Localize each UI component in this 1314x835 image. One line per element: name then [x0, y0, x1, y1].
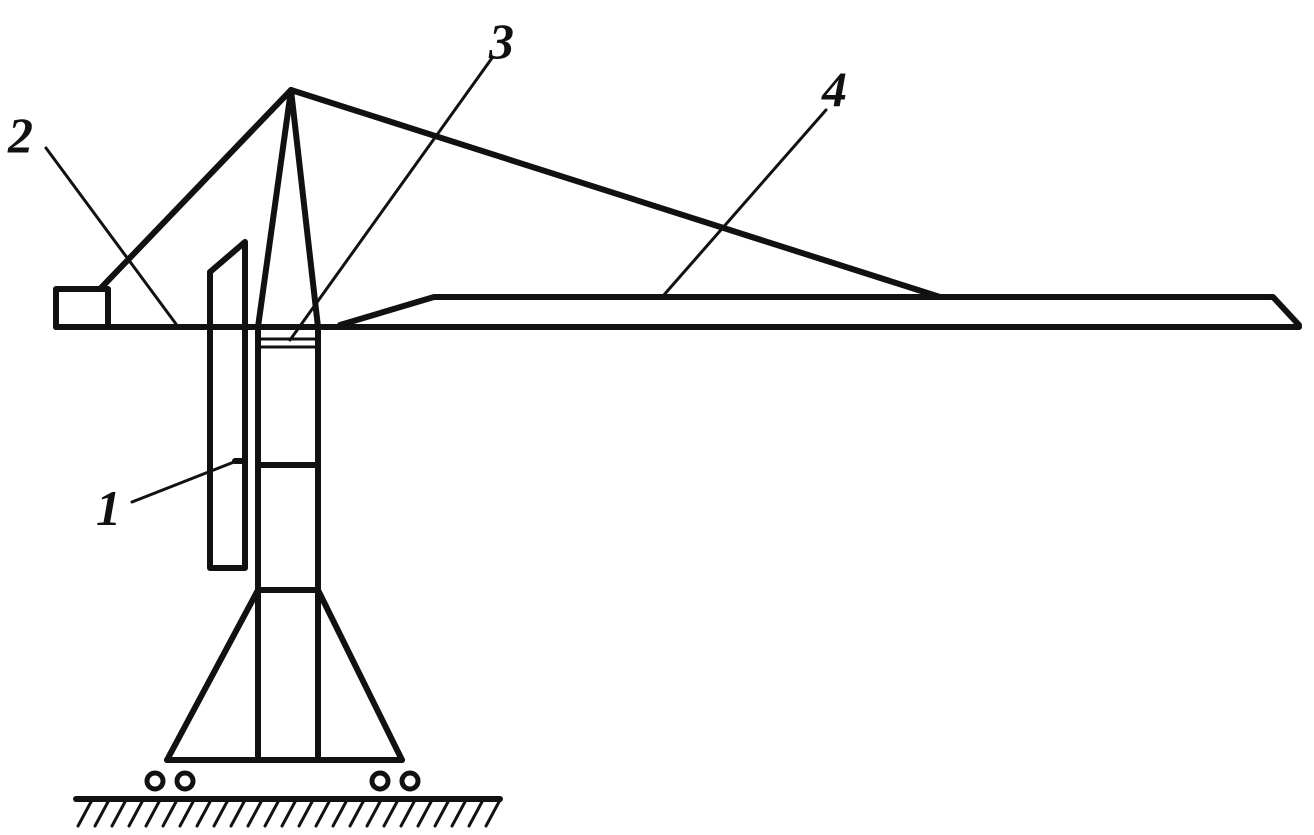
ground-hatch-stroke: [348, 798, 366, 828]
ground-hatch-stroke: [161, 798, 179, 828]
ground-hatch-stroke: [212, 798, 230, 828]
ground-hatch-stroke: [416, 798, 434, 828]
jib-upper-chord: [337, 294, 1302, 328]
ground-hatch-stroke: [399, 798, 417, 828]
leader-line-2: [44, 146, 178, 326]
ground-hatch-stroke: [484, 798, 502, 828]
leader-line-3: [288, 56, 494, 342]
wheel-1: [144, 770, 166, 792]
jib-tie: [288, 87, 943, 300]
leader-line-4: [661, 108, 828, 298]
tower-head-left-leg: [255, 87, 294, 330]
ground-hatching: [76, 798, 502, 828]
callout-label-4: 4: [821, 61, 847, 117]
counterweight-box: [53, 286, 111, 330]
wheel-2: [174, 770, 196, 792]
tower-head-right-leg: [288, 87, 321, 330]
ground-hatch-stroke: [144, 798, 162, 828]
counter-jib-tie: [97, 87, 294, 292]
ground-hatch-stroke: [110, 798, 128, 828]
callout-label-2: 2: [7, 107, 33, 163]
ground-hatch-stroke: [263, 798, 281, 828]
ground-hatch-stroke: [76, 798, 94, 828]
ground-hatch-stroke: [280, 798, 298, 828]
base-right-leg: [315, 587, 405, 763]
ground-hatch-stroke: [331, 798, 349, 828]
ground-hatch-stroke: [246, 798, 264, 828]
callout-label-3: 3: [488, 13, 514, 69]
ground-hatch-stroke: [178, 798, 196, 828]
ground-hatch-stroke: [229, 798, 247, 828]
ground-hatch-stroke: [297, 798, 315, 828]
ground-hatch-stroke: [195, 798, 213, 828]
base-left-leg: [164, 587, 261, 763]
operator-cab: [207, 239, 248, 571]
callout-label-1: 1: [96, 480, 121, 536]
wheel-3: [369, 770, 391, 792]
ground-hatch-stroke: [382, 798, 400, 828]
leader-line-1: [130, 460, 236, 504]
ground-hatch-stroke: [127, 798, 145, 828]
ground-hatch-stroke: [450, 798, 468, 828]
ground-hatch-stroke: [93, 798, 111, 828]
ground-hatch-stroke: [433, 798, 451, 828]
ground-hatch-stroke: [365, 798, 383, 828]
ground-hatch-stroke: [467, 798, 485, 828]
wheel-4: [399, 770, 421, 792]
ground-hatch-stroke: [314, 798, 332, 828]
